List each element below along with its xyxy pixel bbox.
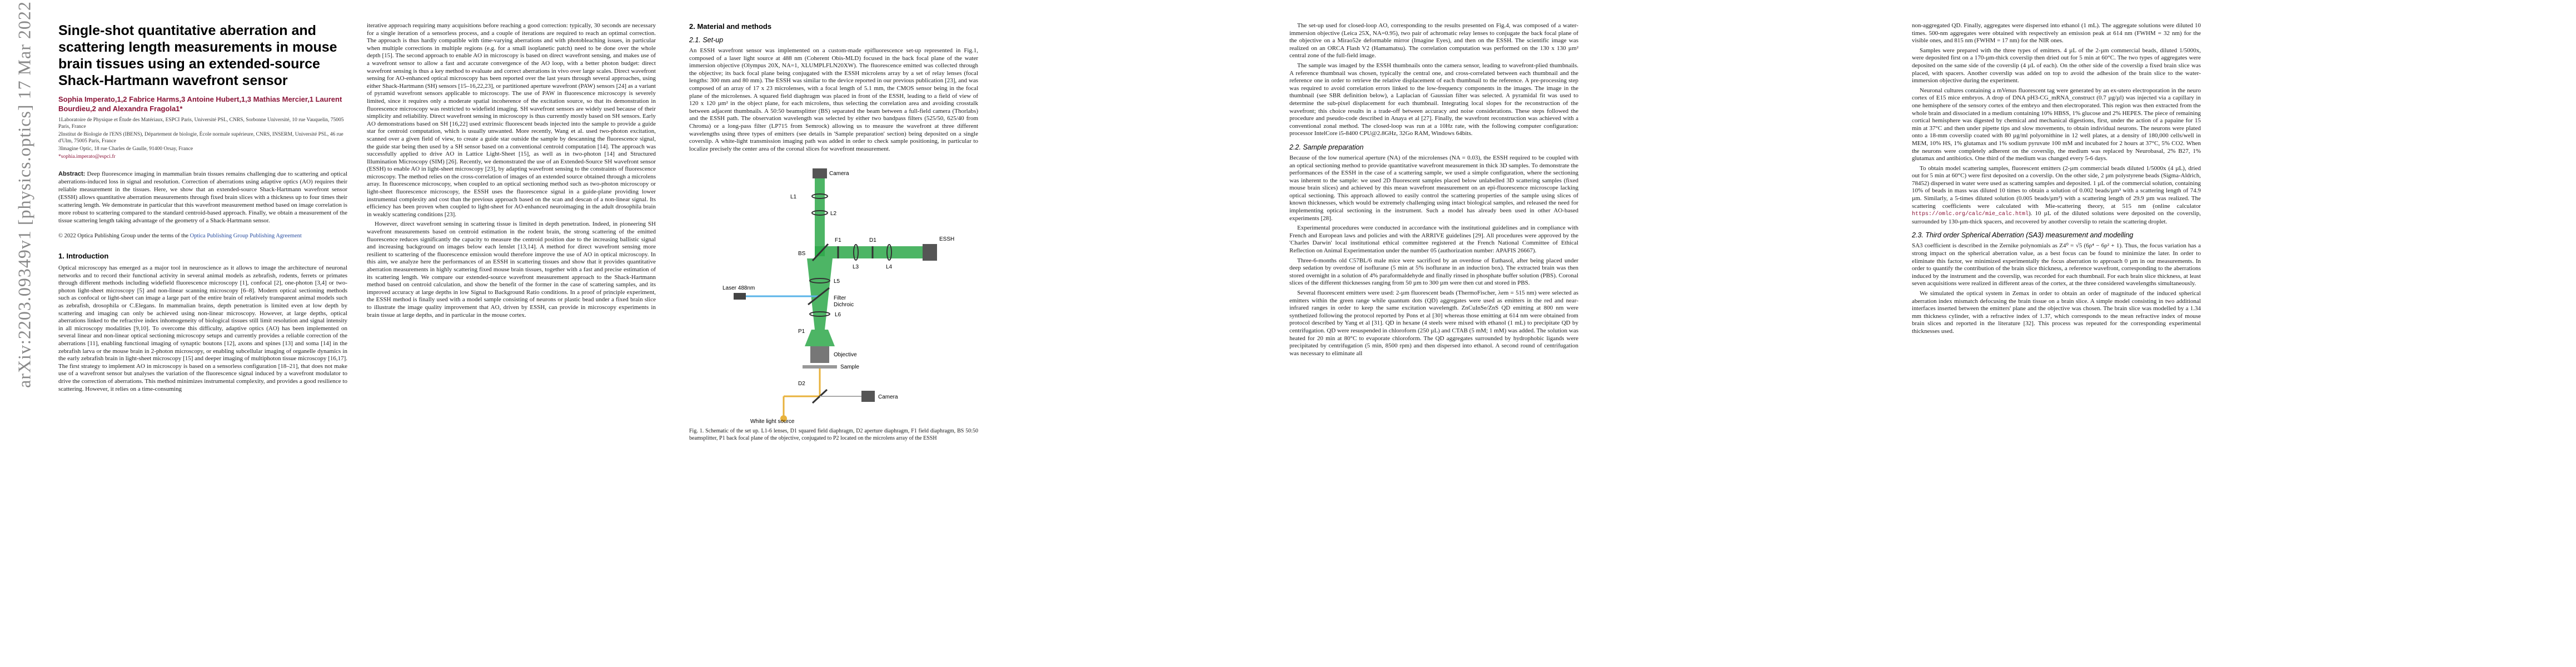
label-objective: Objective <box>834 352 857 358</box>
subsection-setup-heading: 2.1. Set-up <box>689 36 724 44</box>
figure-1-caption: Fig. 1. Schematic of the set up. L1-6 le… <box>689 428 978 442</box>
beam-objective-cone <box>805 330 835 347</box>
affiliation-1: 1Laboratoire de Physique et Étude des Ma… <box>58 117 344 130</box>
intro-paragraph-2: iterative approach requiring many acquis… <box>367 22 656 218</box>
lens-l3-icon <box>853 244 859 261</box>
intro-paragraph-1: Optical microscopy has emerged as a majo… <box>58 265 347 392</box>
lens-l2-icon <box>811 210 828 216</box>
arxiv-sidebar: arXiv:2203.09349v1 [physics.optics] 17 M… <box>8 1 41 388</box>
prep-paragraph-1: Because of the low numerical aperture (N… <box>1289 154 1578 222</box>
subsection-sample-prep-heading: 2.2. Sample preparation <box>1289 143 1364 151</box>
prep-paragraph-8-end: ). 10 µL of the diluted solutions were d… <box>1912 210 2201 225</box>
white-light-source-icon <box>780 415 787 422</box>
label-camera-top: Camera <box>829 171 849 177</box>
objective-icon <box>810 346 829 364</box>
lens-l5-icon <box>809 278 830 284</box>
camera-bottom-icon <box>861 391 875 402</box>
lens-l6-icon <box>809 311 830 317</box>
arxiv-identifier: arXiv:2203.09349v1 [physics.optics] 17 M… <box>14 1 34 388</box>
beam-vertical-upper <box>815 178 825 257</box>
laser-source-icon <box>734 293 746 300</box>
setup-paragraph-1: An ESSH wavefront sensor was implemented… <box>689 47 978 152</box>
prep-paragraph-3: Three-6-months old C57BL/6 male mice wer… <box>1289 257 1578 287</box>
label-essh: ESSH <box>939 236 954 242</box>
prep-paragraph-7: Neuronal cultures containing a mVenus fl… <box>1912 87 2201 162</box>
camera-top-icon <box>813 168 827 179</box>
label-l4: L4 <box>886 264 893 270</box>
label-dichroic: Dichroic <box>834 302 854 308</box>
sa3-paragraph-2: We simulated the optical system in Zemax… <box>1912 290 2201 335</box>
label-l5: L5 <box>834 278 840 285</box>
label-bs: BS <box>798 251 806 257</box>
copyright-notice: © 2022 Optica Publishing Group under the… <box>58 232 347 240</box>
dichroic-mirror-icon <box>808 287 830 306</box>
label-p1: P1 <box>798 328 805 335</box>
label-filter: Filter <box>834 295 846 301</box>
subsection-sa3-heading: 2.3. Third order Spherical Aberration (S… <box>1912 231 2134 240</box>
page-1-left-column: Single-shot quantitative aberration and … <box>58 22 347 645</box>
label-l3: L3 <box>853 264 859 270</box>
prep-paragraph-8-text: To obtain model scattering samples, fluo… <box>1912 165 2201 210</box>
page-3-left-column: The set-up used for closed-loop AO, corr… <box>1289 22 1578 645</box>
sample-stage-icon <box>803 365 837 369</box>
essh-sensor-icon <box>923 244 937 261</box>
intro-paragraph-3: However, direct wavefront sensing in sca… <box>367 221 656 318</box>
mie-calculator-link[interactable]: https://omlc.org/calc/mie_calc.html <box>1912 211 2029 218</box>
publishing-agreement-link[interactable]: Optica Publishing Group Publishing Agree… <box>190 233 302 239</box>
label-l1: L1 <box>790 194 797 200</box>
prep-paragraph-8: To obtain model scattering samples, fluo… <box>1912 165 2201 226</box>
setup-paragraph-2: The set-up used for closed-loop AO, corr… <box>1289 22 1578 59</box>
affiliation-3: 3Imagine Optic, 18 rue Charles de Gaulle… <box>58 146 193 152</box>
beamsplitter-icon <box>811 243 829 262</box>
label-f1: F1 <box>835 237 841 243</box>
paper-title: Single-shot quantitative aberration and … <box>58 23 337 88</box>
page-2: 2. Material and methods 2.1. Set-up An E… <box>689 22 1312 656</box>
prep-paragraph-2: Experimental procedures were conducted i… <box>1289 225 1578 255</box>
copyright-text: © 2022 Optica Publishing Group under the… <box>58 233 190 239</box>
lens-l4-icon <box>886 244 892 261</box>
setup-schematic-figure: Camera L2 F1 D1 L3 L4 L5 ESSH BS Filter … <box>689 163 978 424</box>
label-white-light: White light source <box>750 419 795 424</box>
setup-schematic-svg: Camera L2 F1 D1 L3 L4 L5 ESSH BS Filter … <box>723 168 954 424</box>
setup-paragraph-3: The sample was imaged by the ESSH thumbn… <box>1289 62 1578 137</box>
label-d2: D2 <box>798 381 805 387</box>
abstract-label: Abstract: <box>58 171 86 177</box>
section-methods-heading: 2. Material and methods <box>689 22 772 31</box>
label-sample: Sample <box>840 364 859 370</box>
page-1-right-column: iterative approach requiring many acquis… <box>367 22 656 645</box>
prep-paragraph-4: Several fluorescent emitters were used: … <box>1289 290 1578 357</box>
abstract-text: Deep fluorescence imaging in mammalian b… <box>58 171 347 224</box>
author-list: Sophia Imperato,1,2 Fabrice Harms,3 Anto… <box>58 95 342 113</box>
label-laser: Laser 488nm <box>723 285 755 291</box>
prep-paragraph-5: non-aggregated QD. Finally, aggregates w… <box>1912 22 2201 44</box>
page-4: non-aggregated QD. Finally, aggregates w… <box>1912 22 2534 656</box>
beam-horizontal-right <box>815 246 923 259</box>
page-2-left-column: 2. Material and methods 2.1. Set-up An E… <box>689 22 978 645</box>
label-l6: L6 <box>835 312 841 318</box>
affiliation-2: 2Institut de Biologie de l'ENS (IBENS), … <box>58 132 343 144</box>
label-d1: D1 <box>869 237 876 243</box>
sa3-paragraph-1: SA3 coefficient is described in the Zern… <box>1912 242 2201 287</box>
beam-vertical-middle <box>807 258 833 330</box>
label-camera-bottom: Camera <box>878 394 898 400</box>
section-introduction-heading: 1. Introduction <box>58 252 109 260</box>
page-3: The set-up used for closed-loop AO, corr… <box>1289 22 1912 656</box>
page-1: Single-shot quantitative aberration and … <box>58 22 681 656</box>
page-4-left-column: non-aggregated QD. Finally, aggregates w… <box>1912 22 2201 645</box>
label-l2: L2 <box>830 211 837 217</box>
corresponding-email[interactable]: *sophia.imperato@espci.fr <box>58 154 116 160</box>
abstract: Abstract: Deep fluorescence imaging in m… <box>58 170 347 225</box>
prep-paragraph-6: Samples were prepared with the three typ… <box>1912 47 2201 84</box>
lens-l1-top-icon <box>811 193 828 200</box>
